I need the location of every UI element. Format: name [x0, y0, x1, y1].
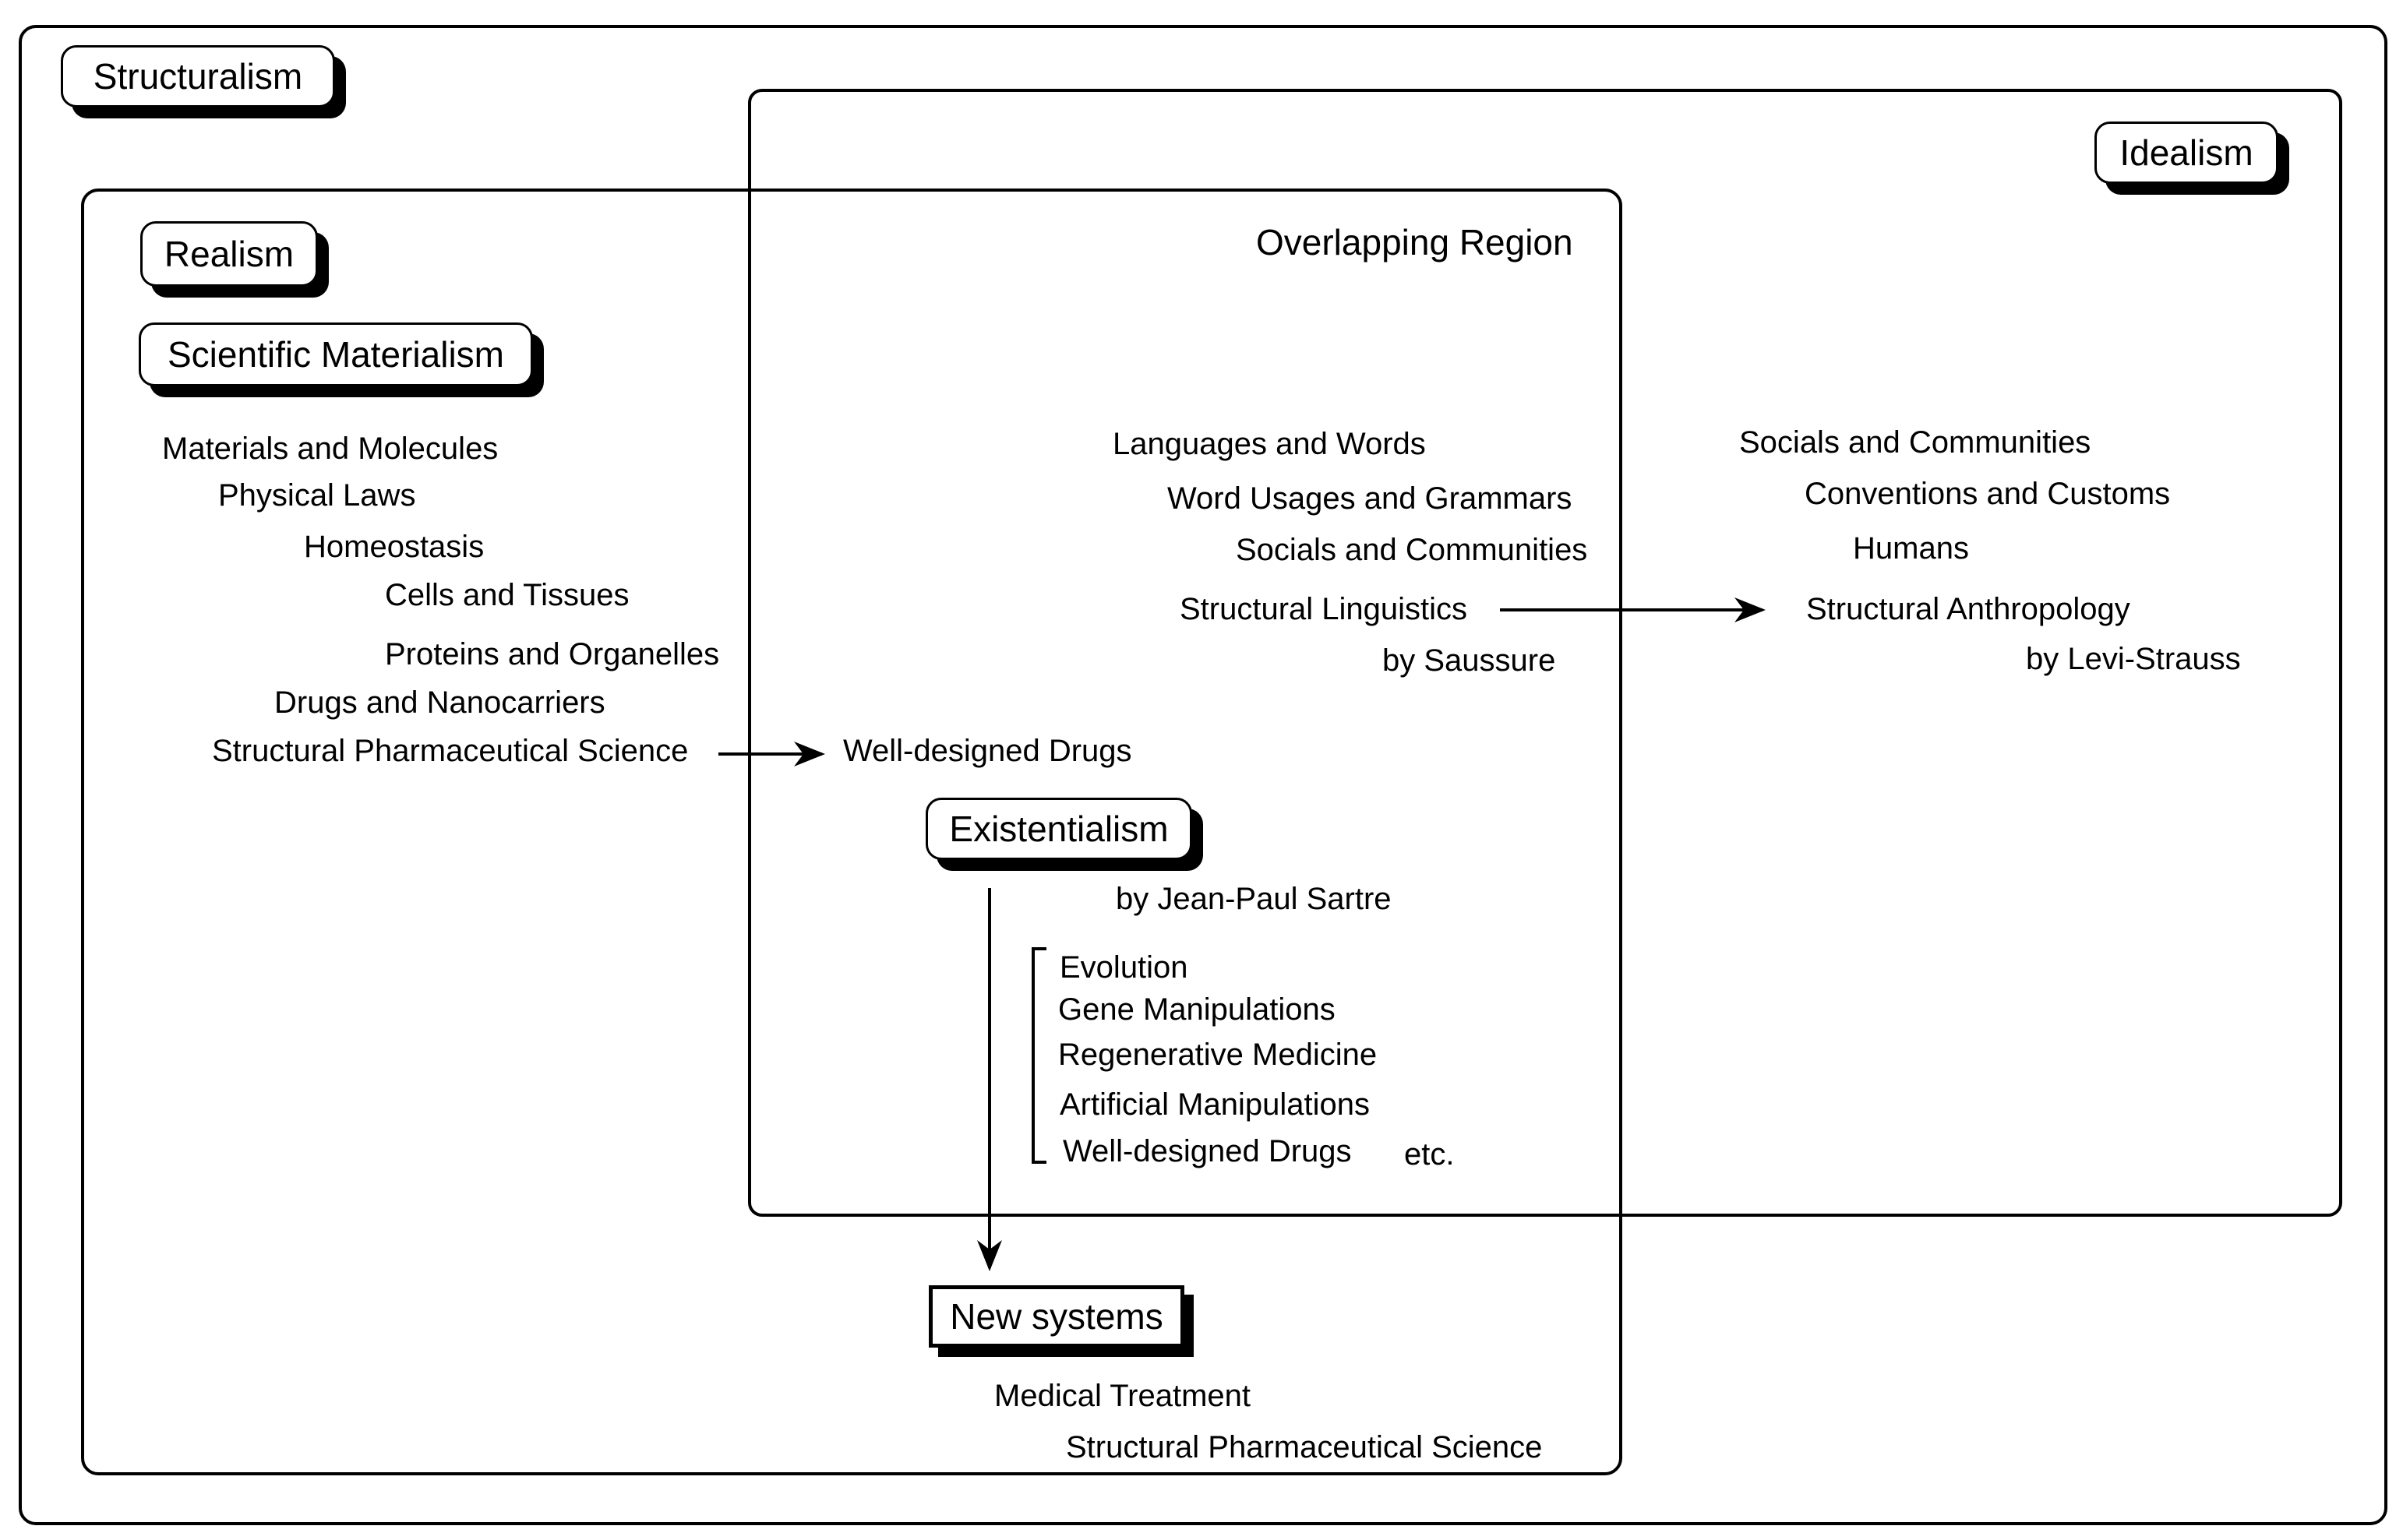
- idealism-item: Structural Anthropology: [1806, 592, 2130, 626]
- idealism-item: Humans: [1853, 531, 1969, 566]
- sartre-credit: by Jean-Paul Sartre: [1116, 882, 1392, 916]
- new-systems-label: New systems: [950, 1296, 1163, 1337]
- realism-tag: Realism: [140, 221, 318, 287]
- well-designed-drugs: Well-designed Drugs: [843, 734, 1132, 768]
- realism-frame: [81, 189, 1622, 1475]
- new-systems-item: Medical Treatment: [994, 1379, 1251, 1413]
- realism-item: Drugs and Nanocarriers: [274, 685, 605, 720]
- bracket: [1032, 947, 1046, 1164]
- realism-label: Realism: [164, 234, 295, 274]
- linguistics-item: Word Usages and Grammars: [1167, 481, 1572, 516]
- new-systems-tag: New systems: [929, 1285, 1184, 1348]
- bracket-item: Regenerative Medicine: [1058, 1038, 1378, 1072]
- existentialism-tag: Existentialism: [926, 798, 1192, 860]
- realism-item: Materials and Molecules: [162, 432, 499, 466]
- new-systems-item: Structural Pharmaceutical Science: [1066, 1430, 1543, 1464]
- idealism-label: Idealism: [2119, 132, 2253, 173]
- scientific-materialism-label: Scientific Materialism: [168, 334, 504, 375]
- structuralism-tag: Structuralism: [61, 45, 335, 107]
- idealism-item: Socials and Communities: [1739, 425, 2091, 460]
- bracket-item: Artificial Manipulations: [1060, 1087, 1370, 1122]
- idealism-item: by Levi-Strauss: [2026, 642, 2241, 676]
- structuralism-label: Structuralism: [93, 56, 303, 97]
- realism-item: Cells and Tissues: [385, 578, 630, 612]
- bracket-item: Gene Manipulations: [1058, 992, 1336, 1027]
- idealism-tag: Idealism: [2094, 122, 2278, 184]
- bracket-item: Well-designed Drugs: [1063, 1134, 1352, 1168]
- idealism-item: Conventions and Customs: [1805, 477, 2171, 511]
- realism-item: Homeostasis: [304, 530, 485, 564]
- linguistics-item: Structural Linguistics: [1180, 592, 1468, 626]
- linguistics-item: by Saussure: [1382, 643, 1556, 678]
- linguistics-item: Languages and Words: [1113, 427, 1426, 461]
- overlap-title: Overlapping Region: [1256, 222, 1573, 263]
- realism-item: Physical Laws: [218, 478, 416, 513]
- structuralism-frame: [19, 25, 2387, 1525]
- existentialism-label: Existentialism: [949, 809, 1169, 849]
- realism-item: Structural Pharmaceutical Science: [212, 734, 689, 768]
- bracket-item: Evolution: [1060, 950, 1188, 985]
- idealism-frame: [748, 89, 2342, 1217]
- etc-label: etc.: [1404, 1137, 1455, 1172]
- linguistics-item: Socials and Communities: [1236, 533, 1588, 567]
- scientific-materialism-tag: Scientific Materialism: [139, 322, 533, 386]
- realism-item: Proteins and Organelles: [385, 637, 720, 671]
